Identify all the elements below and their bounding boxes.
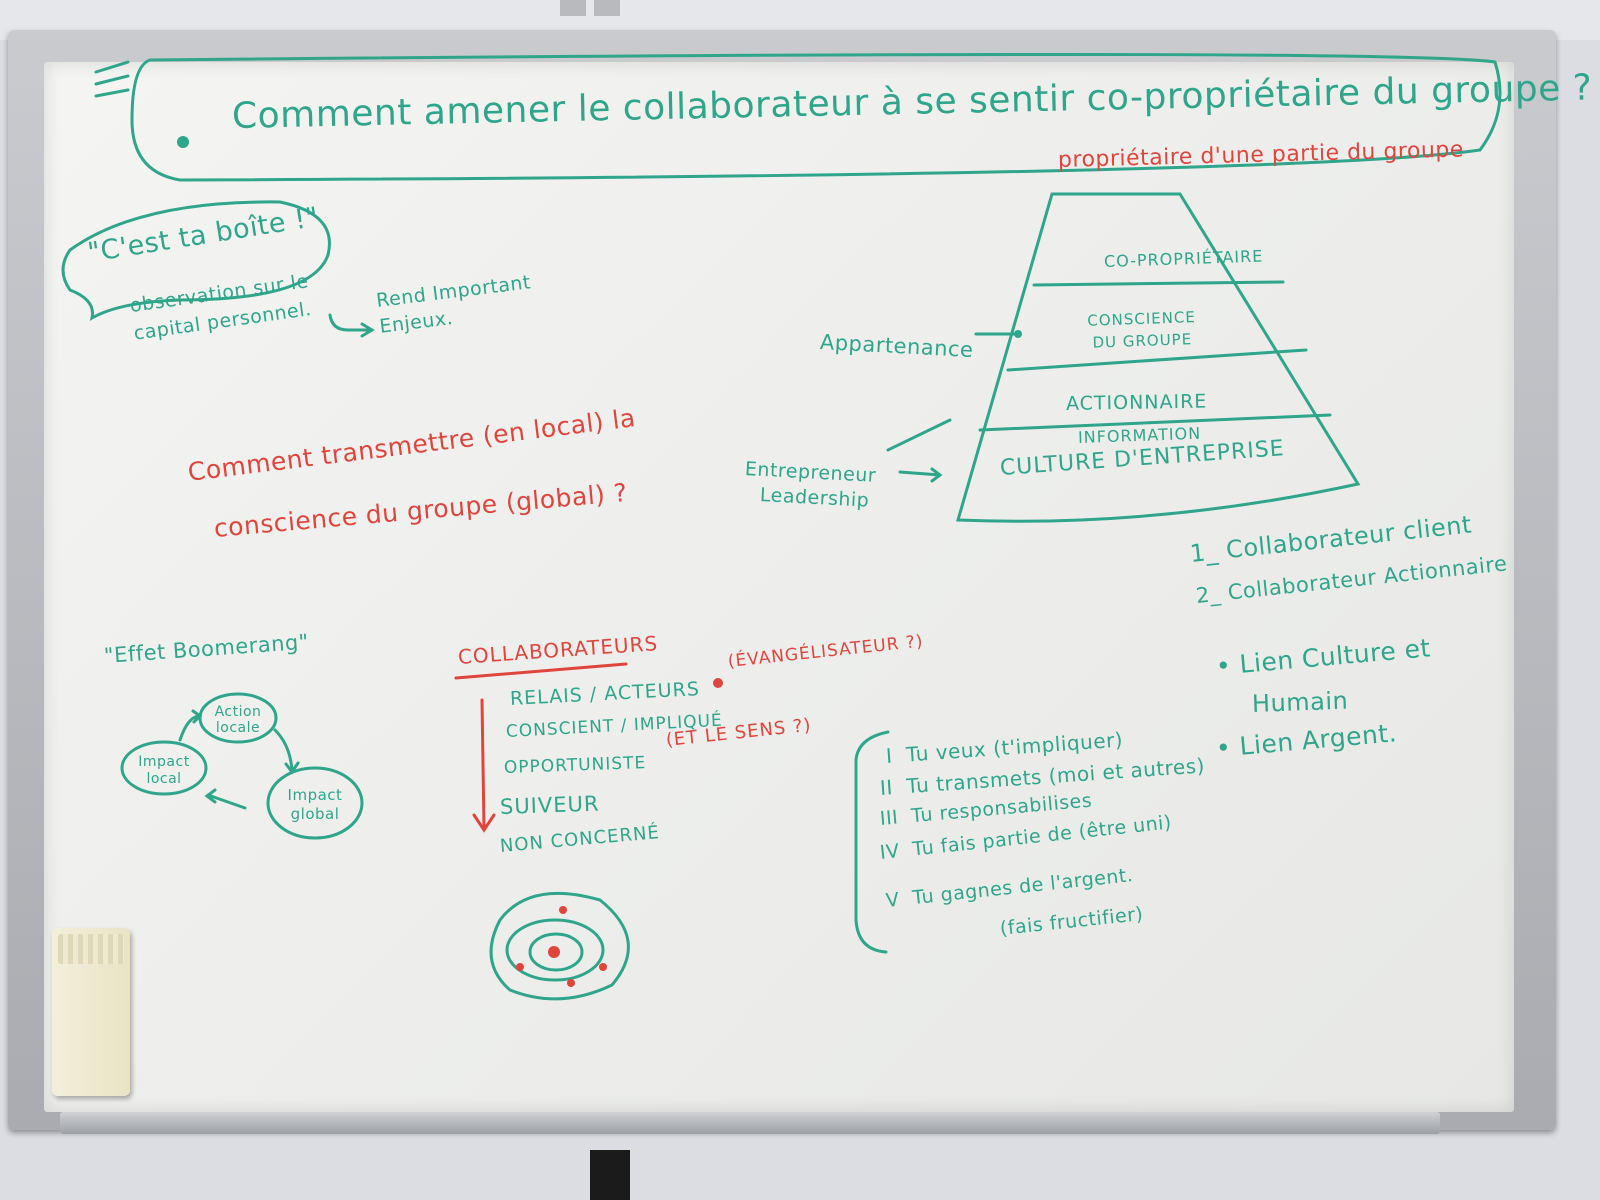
pyramid-divider bbox=[1032, 280, 1285, 287]
collaborateurs-underline bbox=[454, 662, 628, 680]
atom-nucleus bbox=[548, 946, 560, 958]
quote-bubble bbox=[61, 200, 331, 321]
boomerang-arrow bbox=[178, 709, 203, 742]
pyramid-divider bbox=[1006, 348, 1308, 372]
atom-electron bbox=[567, 979, 575, 987]
boomerang-arrow bbox=[204, 788, 247, 810]
title-frame bbox=[130, 52, 1502, 182]
atom-orbit-outer bbox=[489, 891, 630, 1001]
whiteboard-surface bbox=[44, 62, 1514, 1112]
appartenance-dot bbox=[1014, 330, 1022, 338]
board-clip bbox=[560, 0, 586, 16]
roman-numeral: IV bbox=[878, 840, 901, 864]
roman-bracket bbox=[854, 730, 890, 954]
roman-numeral: V bbox=[884, 888, 901, 912]
emphasis-marks bbox=[94, 60, 130, 98]
eraser-grip bbox=[58, 934, 124, 964]
leadership-arrow bbox=[898, 467, 943, 483]
boomerang-arrow bbox=[273, 728, 300, 775]
entrepreneur-arrow bbox=[886, 418, 952, 452]
pyramid-divider bbox=[978, 413, 1332, 432]
node-impact-global bbox=[266, 766, 364, 840]
atom-electron bbox=[516, 963, 524, 971]
pyramid-level-conscience: CONSCIENCE DU GROUPE bbox=[1087, 308, 1197, 352]
roman-numeral: II bbox=[879, 775, 894, 800]
atom-electron bbox=[599, 963, 607, 971]
atom-orbit bbox=[528, 932, 584, 972]
atom-orbit bbox=[505, 918, 605, 982]
pyramid-outline bbox=[956, 192, 1361, 523]
lien-humain: Humain bbox=[1251, 686, 1349, 718]
boomerang-node-impact-global: Impact global bbox=[287, 786, 343, 823]
boomerang-node-action: Action locale bbox=[214, 704, 262, 736]
node-impact-local bbox=[120, 740, 208, 796]
title-bullet bbox=[177, 136, 189, 148]
roman-numeral: III bbox=[879, 806, 900, 830]
roman-numeral: I bbox=[885, 743, 894, 768]
pyramid-level-actionnaire: ACTIONNAIRE bbox=[1065, 390, 1208, 415]
board-clip bbox=[594, 0, 620, 16]
collaborateur-level: SUIVEUR bbox=[499, 791, 600, 819]
evangelisateur-dot bbox=[713, 678, 723, 688]
marker-tray bbox=[60, 1112, 1440, 1134]
collaborateurs-arrow bbox=[472, 698, 496, 833]
boomerang-node-impact-local: Impact local bbox=[138, 754, 190, 787]
atom-electron bbox=[559, 906, 567, 914]
observation-arrow bbox=[328, 313, 375, 338]
whiteboard-eraser bbox=[52, 928, 130, 1096]
board-stand bbox=[590, 1150, 630, 1200]
